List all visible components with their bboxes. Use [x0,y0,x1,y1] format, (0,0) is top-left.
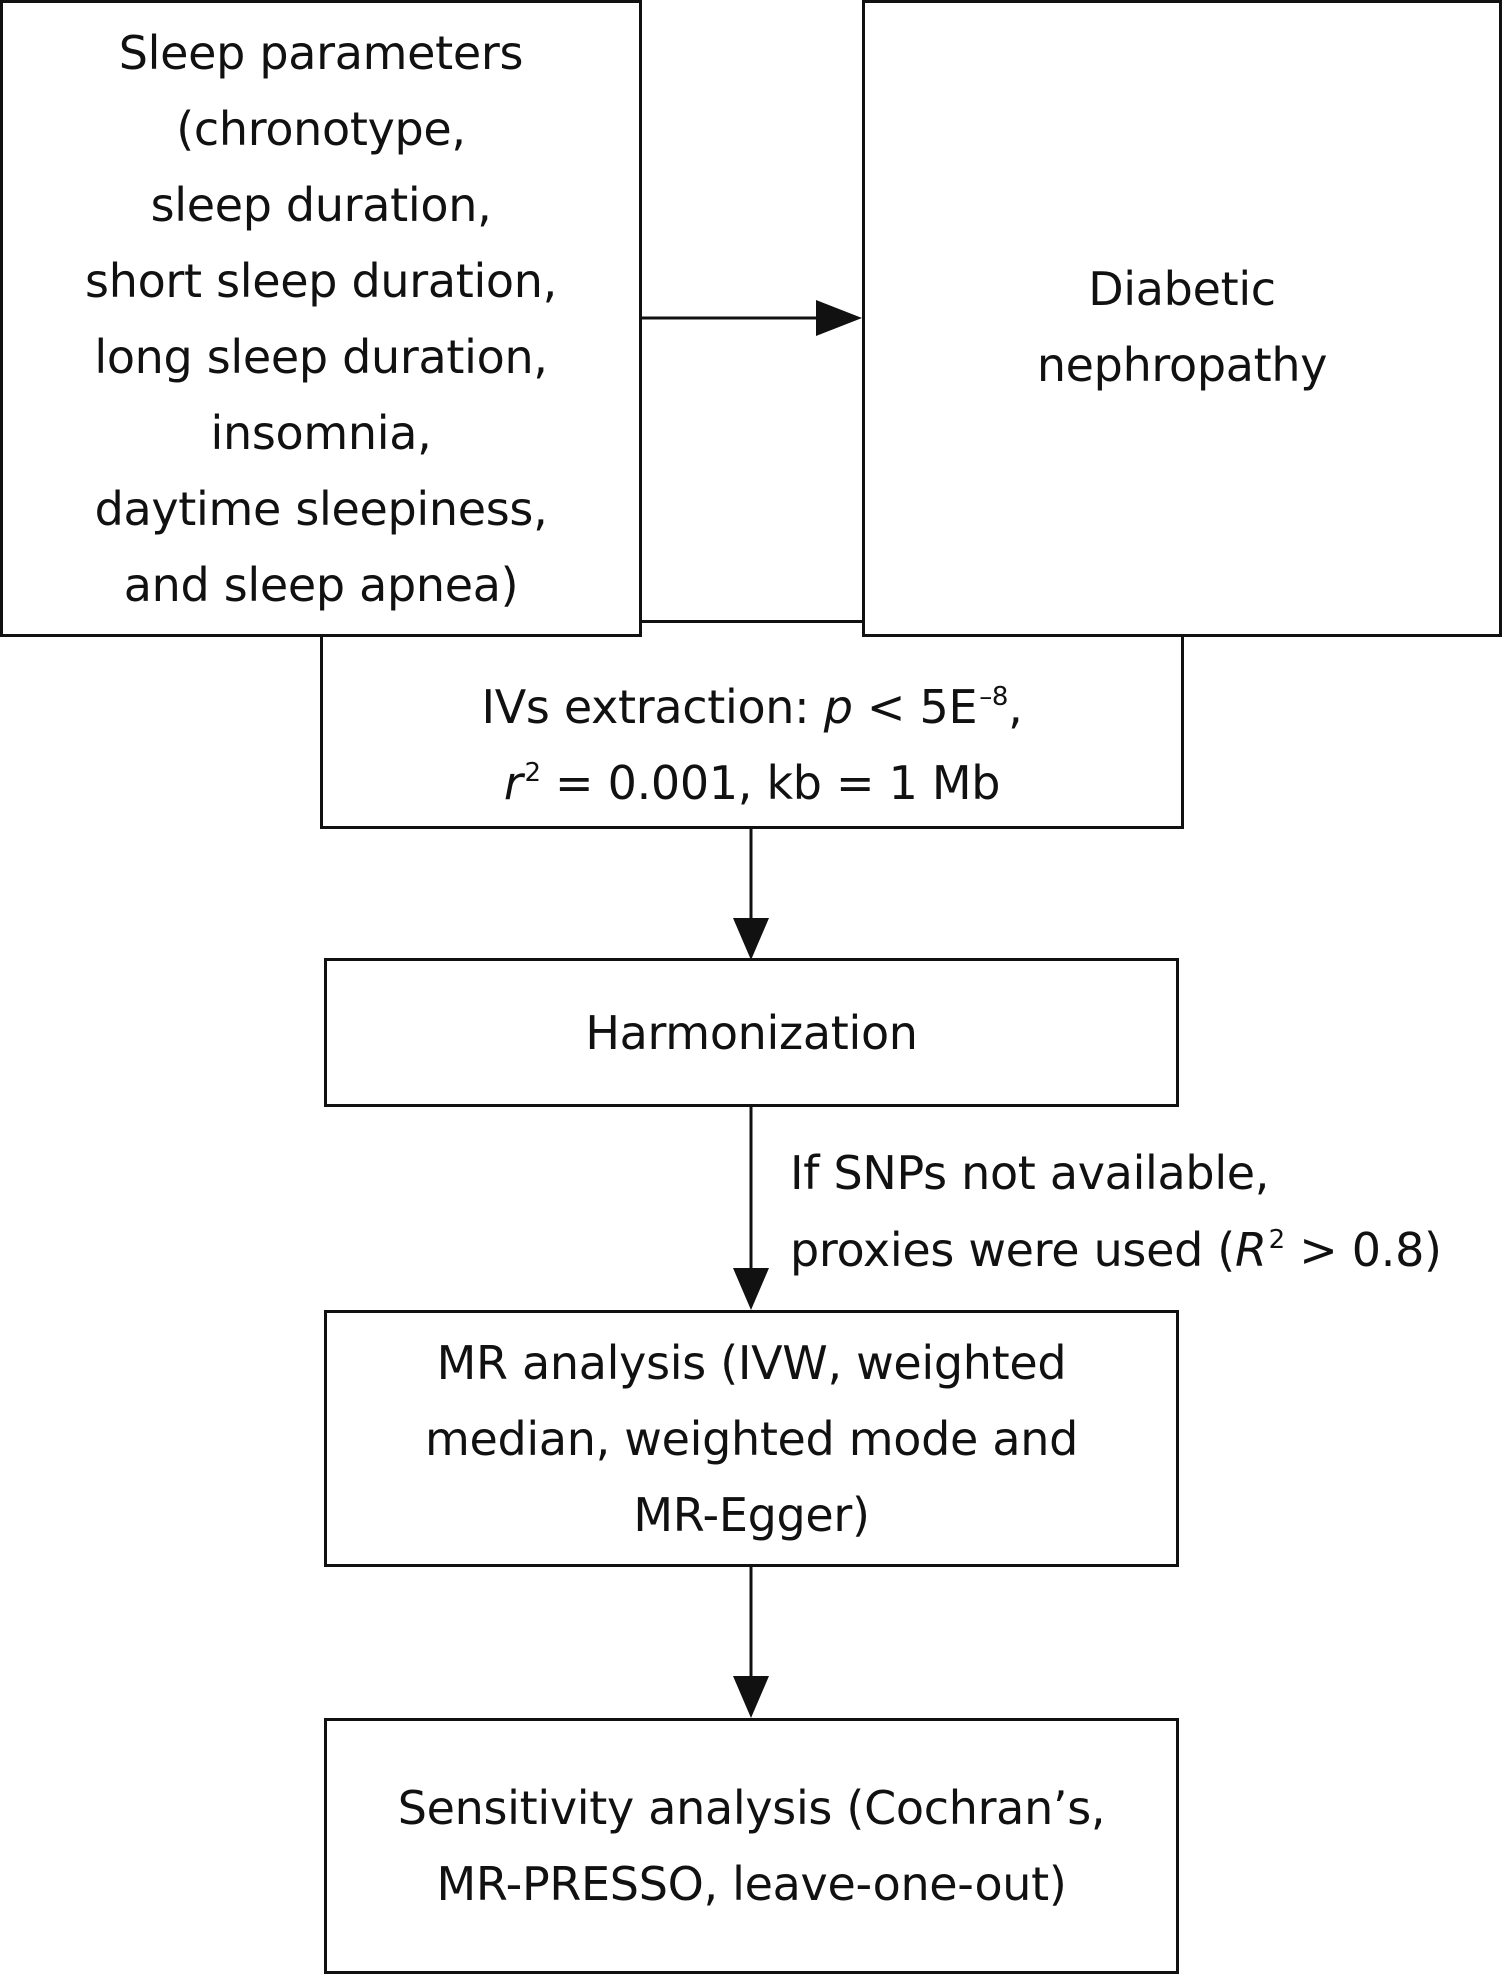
proxies-line-1: If SNPs not available, [790,1146,1270,1200]
harmonization-label: Harmonization [585,1005,918,1060]
exposure-line: daytime sleepiness, [94,481,548,536]
exposure-line: Sleep parameters [118,25,524,80]
iv-extraction-box: IVs extraction: p < 5E–8, r2 = 0.001, kb… [320,620,1184,829]
exposure-line: (chronotype, [176,101,466,156]
exposure-line: long sleep duration, [94,329,548,384]
iv-extraction-line-1: IVs extraction: p < 5E–8, [481,679,1023,734]
mr-analysis-line: median, weighted mode and [424,1411,1078,1466]
sensitivity-text: Sensitivity analysis (Cochran’s, MR-PRES… [398,1770,1106,1922]
proxies-annotation: If SNPs not available, proxies were used… [790,1135,1442,1289]
arrow-exposure-to-outcome [640,300,862,336]
iv-extraction-text: IVs extraction: p < 5E–8, r2 = 0.001, kb… [481,669,1022,821]
exposure-box: Sleep parameters (chronotype, sleep dura… [0,0,642,637]
mr-analysis-line: MR analysis (IVW, weighted [436,1335,1067,1390]
sensitivity-line: MR-PRESSO, leave-one-out) [436,1857,1067,1911]
arrow-harmonization-to-mr-analysis [733,1106,769,1310]
exposure-line: and sleep apnea) [123,557,519,612]
proxies-line-2: proxies were used (R2 > 0.8) [790,1223,1442,1277]
outcome-line: nephropathy [1036,338,1328,392]
sensitivity-line: Sensitivity analysis (Cochran’s, [397,1781,1106,1835]
arrow-extraction-to-harmonization [733,827,769,960]
outcome-text: Diabetic nephropathy [1036,251,1328,403]
outcome-line: Diabetic [1088,262,1276,316]
exposure-line: insomnia, [210,405,432,460]
exposure-text: Sleep parameters (chronotype, sleep dura… [85,15,557,623]
arrow-mr-analysis-to-sensitivity [733,1565,769,1718]
mr-analysis-text: MR analysis (IVW, weighted median, weigh… [425,1325,1078,1553]
mr-analysis-line: MR-Egger) [633,1487,870,1542]
mr-analysis-box: MR analysis (IVW, weighted median, weigh… [324,1310,1179,1567]
exposure-line: short sleep duration, [85,253,557,308]
harmonization-box: Harmonization [324,958,1179,1107]
iv-extraction-line-2: r2 = 0.001, kb = 1 Mb [503,755,1001,810]
harmonization-text: Harmonization [585,995,918,1071]
sensitivity-box: Sensitivity analysis (Cochran’s, MR-PRES… [324,1718,1179,1974]
outcome-box: Diabetic nephropathy [862,0,1502,637]
exposure-line: sleep duration, [150,177,492,232]
